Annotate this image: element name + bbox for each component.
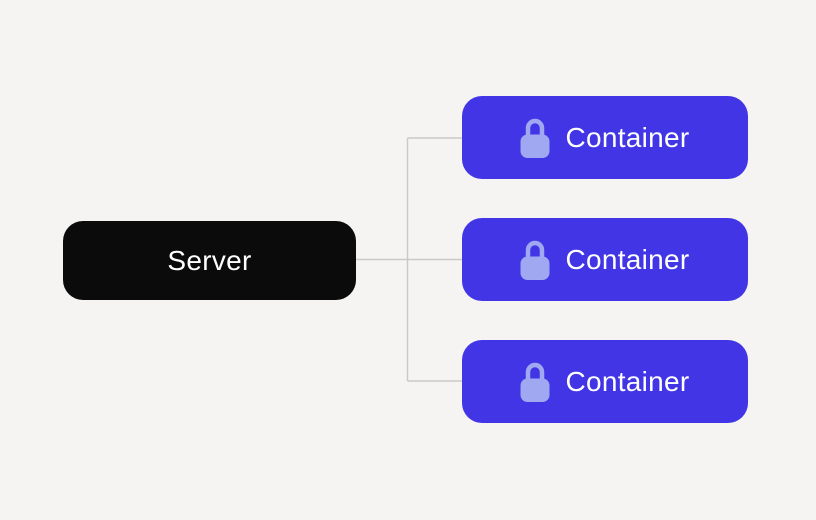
container-node-3: Container <box>462 340 748 423</box>
container-label: Container <box>565 243 690 275</box>
container-label: Container <box>565 365 690 397</box>
server-label: Server <box>167 244 252 276</box>
container-node-2: Container <box>462 218 748 301</box>
container-label: Container <box>565 121 690 153</box>
container-node-1: Container <box>462 96 748 179</box>
lock-icon <box>520 362 550 402</box>
lock-icon <box>520 118 550 158</box>
server-node: Server <box>63 221 356 300</box>
lock-icon <box>520 240 550 280</box>
